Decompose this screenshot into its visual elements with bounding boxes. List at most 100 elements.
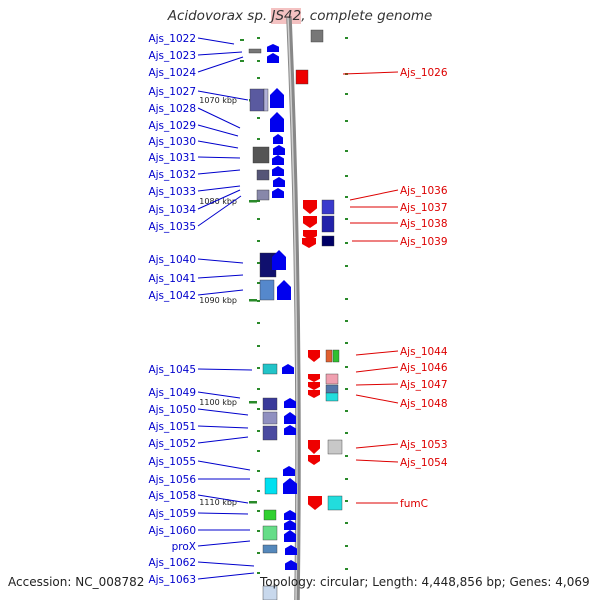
left-gene-label[interactable]: Ajs_1063 [148, 574, 196, 586]
left-gene-label[interactable]: Ajs_1035 [148, 221, 196, 233]
left-gene-label[interactable]: Ajs_1023 [148, 50, 196, 62]
left-gene-label[interactable]: Ajs_1040 [148, 254, 196, 266]
leader-line [197, 274, 244, 279]
tick-mark [257, 450, 260, 452]
gene-block [325, 373, 339, 385]
right-gene-label[interactable]: Ajs_1026 [400, 67, 448, 79]
leader-line [197, 56, 244, 73]
right-gene-label[interactable]: Ajs_1046 [400, 362, 448, 374]
right-gene-label[interactable]: Ajs_1044 [400, 346, 448, 358]
right-gene-label[interactable]: Ajs_1054 [400, 457, 448, 469]
gene-block [263, 88, 269, 112]
right-gene-label[interactable]: Ajs_1048 [400, 398, 448, 410]
gene-block [321, 235, 335, 247]
right-gene-label[interactable]: Ajs_1036 [400, 185, 448, 197]
kbp-tick [249, 299, 257, 302]
left-gene-label[interactable]: Ajs_1050 [148, 404, 196, 416]
leader-line [197, 436, 249, 444]
tick-mark [257, 200, 260, 202]
left-gene-label[interactable]: Ajs_1052 [148, 438, 196, 450]
tick-mark [257, 240, 260, 242]
tick-mark [345, 298, 348, 300]
leader-line [197, 289, 244, 296]
map-title: Acidovorax sp. JS42, complete genome [167, 8, 433, 24]
right-gene-label[interactable]: Ajs_1047 [400, 379, 448, 391]
forward-gene-arrow [283, 466, 295, 476]
forward-gene-arrow [284, 520, 296, 530]
left-gene-label[interactable]: Ajs_1031 [148, 152, 196, 164]
topology-label: Topology: circular; Length: 4,448,856 bp… [260, 575, 590, 589]
left-gene-label[interactable]: Ajs_1022 [148, 33, 196, 45]
tick-mark [257, 345, 260, 347]
forward-gene-arrow [284, 425, 296, 435]
left-gene-label[interactable]: Ajs_1027 [148, 86, 196, 98]
tick-mark [345, 478, 348, 480]
right-leader-lines [342, 71, 399, 504]
left-gene-label[interactable]: Ajs_1059 [148, 508, 196, 520]
right-gene-label[interactable]: Ajs_1037 [400, 202, 448, 214]
left-gene-label[interactable]: Ajs_1029 [148, 120, 196, 132]
left-gene-label[interactable]: Ajs_1045 [148, 364, 196, 376]
tick-mark [257, 552, 260, 554]
gene-block [252, 146, 270, 164]
left-gene-label[interactable]: Ajs_1024 [148, 67, 196, 79]
gene-block [262, 544, 278, 554]
gene-block [295, 69, 309, 85]
reverse-gene-arrow [308, 496, 322, 510]
left-gene-label[interactable]: Ajs_1051 [148, 421, 196, 433]
left-gene-label[interactable]: Ajs_1030 [148, 136, 196, 148]
right-gene-label[interactable]: fumC [400, 498, 428, 510]
forward-gene-arrow [284, 412, 296, 424]
reverse-gene-arrow [303, 216, 317, 228]
left-gene-label[interactable]: Ajs_1033 [148, 186, 196, 198]
leader-line [349, 189, 399, 201]
tick-mark [257, 530, 260, 532]
gene-block [310, 29, 324, 43]
left-gene-label[interactable]: Ajs_1032 [148, 169, 196, 181]
reverse-gene-arrow [308, 350, 320, 362]
tick-mark [257, 37, 260, 39]
leader-line [197, 51, 243, 56]
left-gene-label[interactable]: Ajs_1049 [148, 387, 196, 399]
left-gene-label[interactable]: Ajs_1056 [148, 474, 196, 486]
gene-block [321, 215, 335, 233]
gene-block [264, 477, 278, 495]
left-gene-label[interactable]: Ajs_1060 [148, 525, 196, 537]
gene-block [263, 509, 277, 521]
tick-mark [240, 60, 244, 62]
reverse-gene-arrow [308, 382, 320, 390]
reverse-gene-arrow [302, 238, 316, 248]
forward-gene-arrow [272, 188, 284, 198]
kbp-label: 1110 kbp [199, 498, 237, 507]
tick-mark [345, 265, 348, 267]
left-gene-label[interactable]: Ajs_1028 [148, 103, 196, 115]
reverse-gene-arrow [308, 455, 320, 465]
genome-backbone [286, 17, 301, 600]
leader-line [197, 512, 249, 515]
leader-line [197, 90, 249, 101]
leader-line [355, 366, 399, 373]
left-gene-label[interactable]: Ajs_1058 [148, 490, 196, 502]
leader-line [355, 350, 399, 356]
left-leader-lines [197, 37, 255, 580]
left-gene-label[interactable]: proX [172, 541, 196, 553]
kbp-tick [249, 401, 257, 404]
tick-mark [345, 432, 348, 434]
right-gene-label[interactable]: Ajs_1053 [400, 439, 448, 451]
left-gene-label[interactable]: Ajs_1062 [148, 557, 196, 569]
right-gene-labels: Ajs_1026Ajs_1036Ajs_1037Ajs_1038Ajs_1039… [400, 67, 448, 510]
tick-mark [345, 545, 348, 547]
leader-line [197, 169, 241, 175]
gene-block [262, 411, 278, 425]
tick-mark [345, 568, 348, 570]
right-gene-label[interactable]: Ajs_1039 [400, 236, 448, 248]
forward-gene-arrow [284, 398, 296, 408]
left-gene-label[interactable]: Ajs_1041 [148, 273, 196, 285]
left-gene-label[interactable]: Ajs_1034 [148, 204, 196, 216]
forward-gene-arrow [273, 177, 285, 187]
tick-mark [257, 388, 260, 390]
right-gene-label[interactable]: Ajs_1038 [400, 218, 448, 230]
left-gene-label[interactable]: Ajs_1042 [148, 290, 196, 302]
left-gene-label[interactable]: Ajs_1055 [148, 456, 196, 468]
